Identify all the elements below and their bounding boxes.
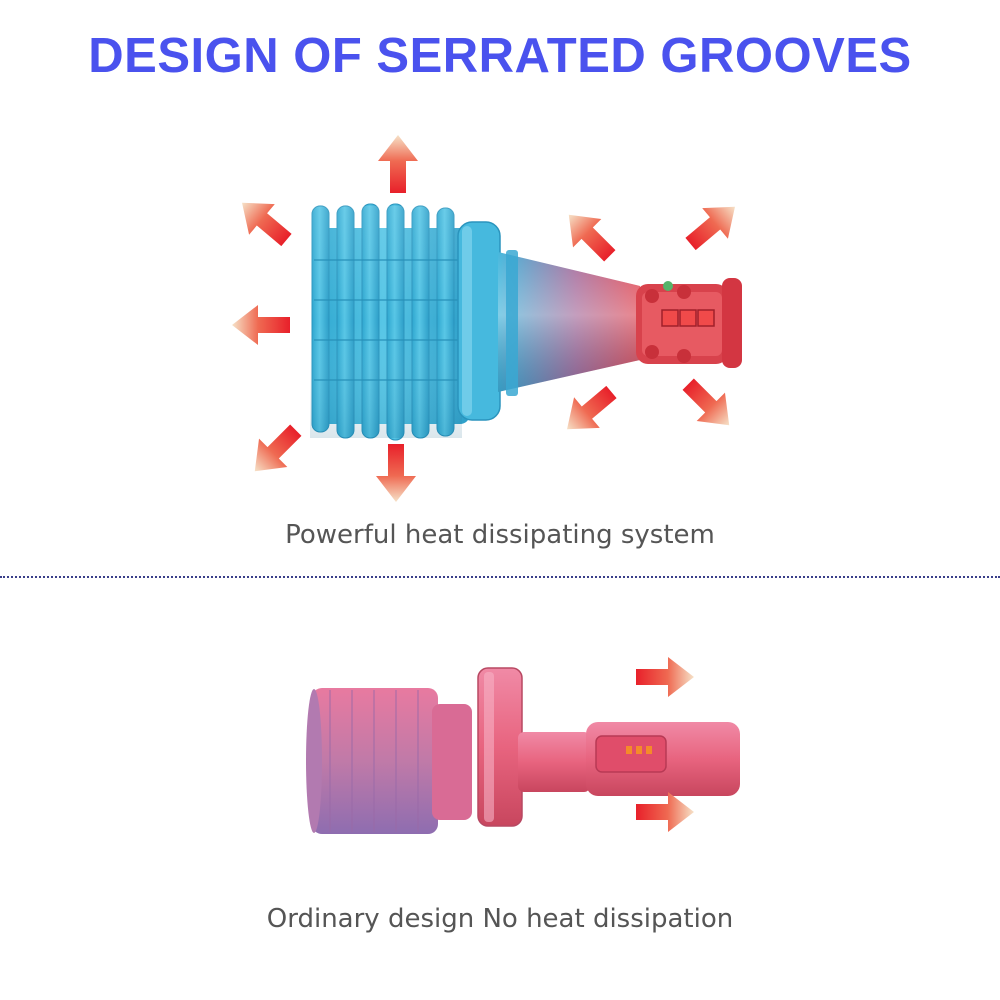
arrow-up-left-icon bbox=[568, 214, 616, 262]
heat-arrows-bottom bbox=[636, 657, 694, 832]
arrow-up-icon bbox=[378, 135, 418, 193]
arrow-down-right-icon bbox=[682, 378, 730, 426]
top-caption: Powerful heat dissipating system bbox=[285, 520, 715, 550]
section-divider bbox=[0, 576, 1000, 578]
serrated-groove-bulb bbox=[310, 203, 742, 441]
heat-arrows-top bbox=[232, 135, 735, 502]
arrow-down-left-icon bbox=[567, 385, 617, 430]
arrow-right-icon bbox=[636, 657, 694, 697]
arrow-down-icon bbox=[376, 444, 416, 502]
arrow-right-icon bbox=[636, 792, 694, 832]
ordinary-bulb bbox=[306, 667, 740, 834]
arrow-up-right-icon bbox=[685, 206, 735, 251]
led-head bbox=[636, 278, 742, 368]
page-title: DESIGN OF SERRATED GROOVES bbox=[88, 29, 912, 83]
arrow-left-icon bbox=[232, 305, 290, 345]
bottom-caption: Ordinary design No heat dissipation bbox=[266, 904, 734, 934]
arrow-up-left-icon bbox=[242, 202, 292, 247]
arrow-down-left-icon bbox=[254, 424, 302, 472]
